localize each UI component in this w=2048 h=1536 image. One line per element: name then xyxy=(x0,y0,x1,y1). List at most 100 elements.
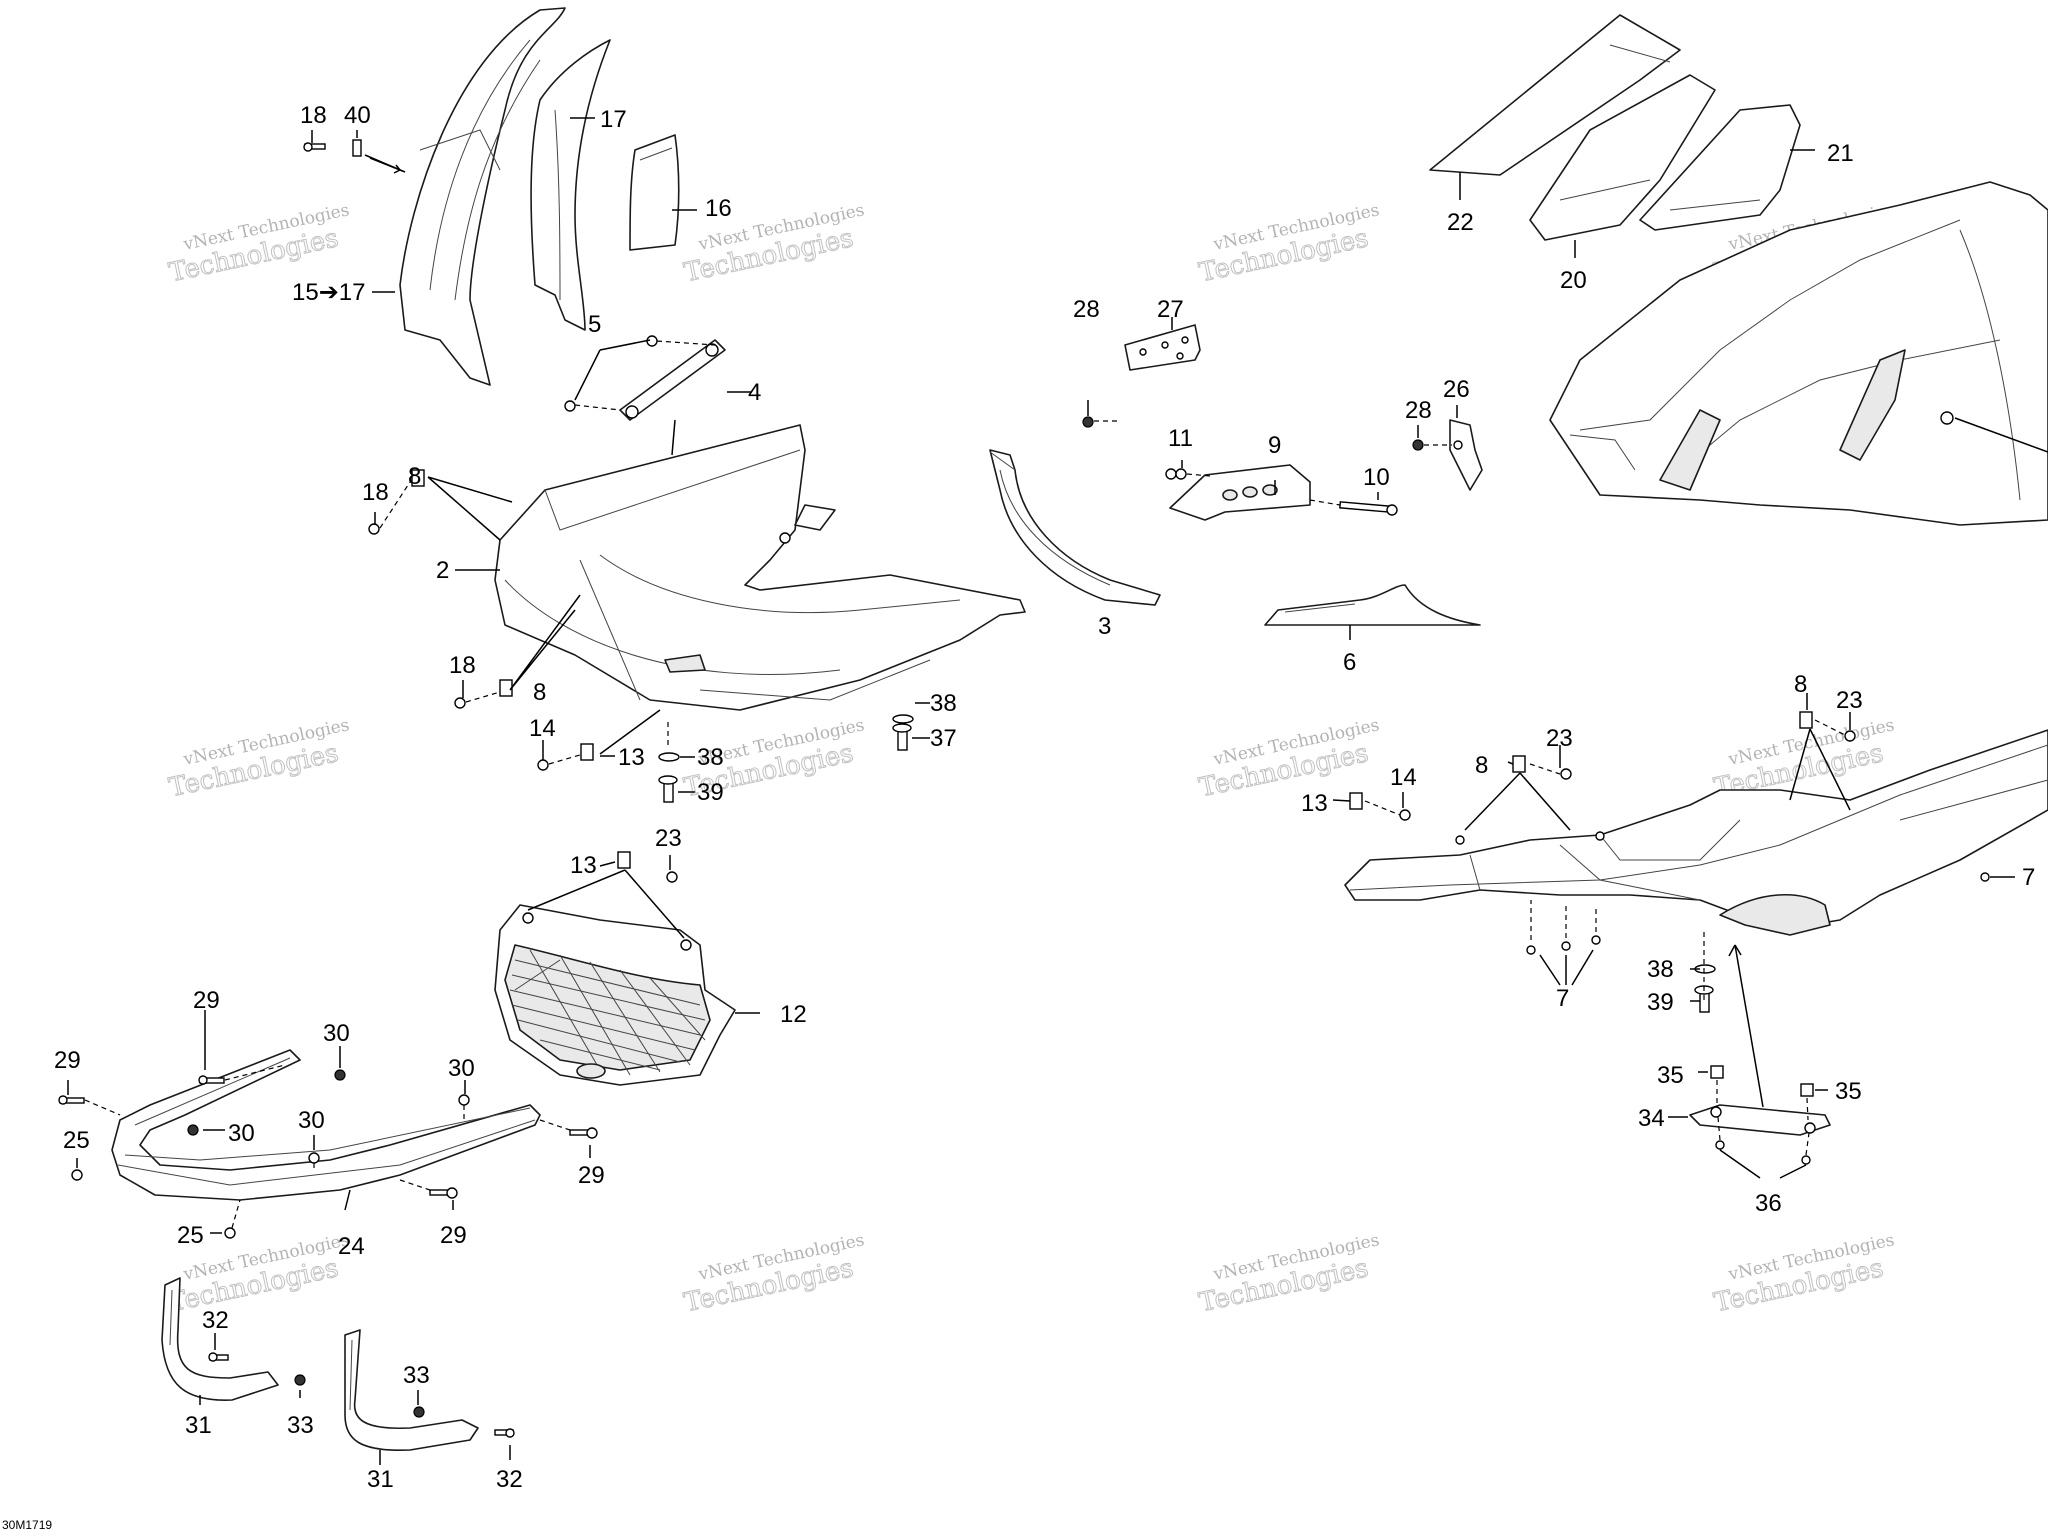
dashed-line xyxy=(656,340,716,346)
bracket-31[interactable] xyxy=(161,1277,279,1401)
belly-pan-2[interactable] xyxy=(494,424,1026,711)
bolt-39 xyxy=(658,775,678,803)
leader-line xyxy=(1507,761,1514,765)
watermark: vNext Technologies Technologies xyxy=(166,715,351,804)
callout-7: 7 xyxy=(2022,864,2035,891)
bracket-27[interactable] xyxy=(1124,324,1201,371)
dashed-line xyxy=(1309,499,1341,506)
dashed-line xyxy=(539,1119,571,1131)
callout-29: 29 xyxy=(54,1047,81,1074)
screw-23 xyxy=(666,871,678,883)
hood-panel[interactable] xyxy=(1549,181,2048,526)
screws-18 xyxy=(368,523,466,709)
dashed-line xyxy=(1814,719,1846,736)
leader-line xyxy=(1539,949,1594,986)
callout-14: 14 xyxy=(529,715,556,742)
callout-10: 10 xyxy=(1363,464,1390,491)
callout-18: 18 xyxy=(449,652,476,679)
callout-36: 36 xyxy=(1755,1190,1782,1217)
decal-20[interactable] xyxy=(1529,74,1716,241)
callout-39: 39 xyxy=(697,779,724,806)
nut-28 xyxy=(1082,416,1094,428)
callout-8: 8 xyxy=(1475,752,1488,779)
plate-4[interactable] xyxy=(619,339,726,421)
callout-18: 18 xyxy=(362,479,389,506)
leader-line xyxy=(527,869,685,939)
leader-line xyxy=(509,594,581,691)
washer-38 xyxy=(658,752,680,762)
arrow-head xyxy=(1728,944,1742,957)
callout-32: 32 xyxy=(202,1307,229,1334)
callout-23: 23 xyxy=(655,825,682,852)
leader-line xyxy=(1789,728,1851,811)
callout-33: 33 xyxy=(403,1362,430,1389)
screw-18 xyxy=(303,142,326,152)
leader-line xyxy=(574,339,651,401)
bracket-26[interactable] xyxy=(1449,419,1483,491)
callout-38: 38 xyxy=(930,690,957,717)
callout-35: 35 xyxy=(1835,1078,1862,1105)
screw-11 xyxy=(1165,468,1187,480)
callout-30: 30 xyxy=(323,1020,350,1047)
callout-33: 33 xyxy=(287,1412,314,1439)
bracket-hardware xyxy=(208,1352,515,1438)
callout-8: 8 xyxy=(533,679,546,706)
callout-38: 38 xyxy=(697,744,724,771)
grille-12[interactable] xyxy=(494,904,736,1086)
dashed-line xyxy=(399,1179,431,1191)
leader-line xyxy=(599,709,661,755)
leader-line xyxy=(1734,944,1764,1108)
leader-line xyxy=(1719,1149,1807,1179)
dashed-line xyxy=(379,481,411,529)
decal-22[interactable] xyxy=(1429,14,1681,176)
callout-14: 14 xyxy=(1390,764,1417,791)
callout-13: 13 xyxy=(1301,790,1328,817)
dashed-line xyxy=(574,404,621,411)
callout-labels: 18 40 17 16 15➔17 5 4 18 8 2 18 8 14 13 … xyxy=(54,102,2035,1493)
washer-38 xyxy=(892,714,914,724)
callout-29: 29 xyxy=(578,1162,605,1189)
decal-21[interactable] xyxy=(1639,104,1801,231)
bolt-37 xyxy=(892,723,912,751)
cover-16[interactable] xyxy=(629,134,680,251)
screws-5 xyxy=(564,335,658,412)
callout-2: 2 xyxy=(436,557,449,584)
callout-32: 32 xyxy=(496,1466,523,1493)
watermark: vNext Technologies Technologies xyxy=(1196,1230,1381,1319)
screw-14 xyxy=(537,759,549,771)
bracket-9[interactable] xyxy=(1169,464,1311,521)
trim-3[interactable] xyxy=(989,449,1161,606)
deflector-6[interactable] xyxy=(1264,584,1481,626)
leader-line xyxy=(427,476,513,541)
bumper-hardware xyxy=(58,1069,598,1239)
clips-8 xyxy=(411,469,513,697)
callout-28: 28 xyxy=(1073,296,1100,323)
side-panel-15[interactable] xyxy=(399,7,566,386)
callout-4: 4 xyxy=(748,379,761,406)
callout-35: 35 xyxy=(1657,1062,1684,1089)
side-panel-17[interactable] xyxy=(530,39,611,331)
dashed-line xyxy=(1716,1080,1810,1156)
leader-line xyxy=(1954,417,2048,453)
callout-5: 5 xyxy=(588,311,601,338)
nut-28 xyxy=(1412,439,1424,451)
callout-12: 12 xyxy=(780,1001,807,1028)
callout-25: 25 xyxy=(63,1127,90,1154)
callout-30: 30 xyxy=(228,1120,255,1147)
leader-line xyxy=(1464,772,1571,831)
callout-29: 29 xyxy=(193,987,220,1014)
skid-plate-34[interactable] xyxy=(1689,1104,1831,1136)
dashed-line xyxy=(224,1064,286,1081)
front-frame-member[interactable] xyxy=(1344,729,2048,936)
dashed-line xyxy=(465,691,501,703)
plate-hardware xyxy=(1710,1065,1814,1165)
bumper-24[interactable] xyxy=(111,1049,541,1201)
callout-6: 6 xyxy=(1343,649,1356,676)
bracket-31[interactable] xyxy=(344,1329,479,1451)
callout-25: 25 xyxy=(177,1222,204,1249)
callout-30: 30 xyxy=(448,1055,475,1082)
callout-29: 29 xyxy=(440,1222,467,1249)
callout-40: 40 xyxy=(344,102,371,129)
watermark: vNext Technologies Technologies xyxy=(166,200,351,289)
